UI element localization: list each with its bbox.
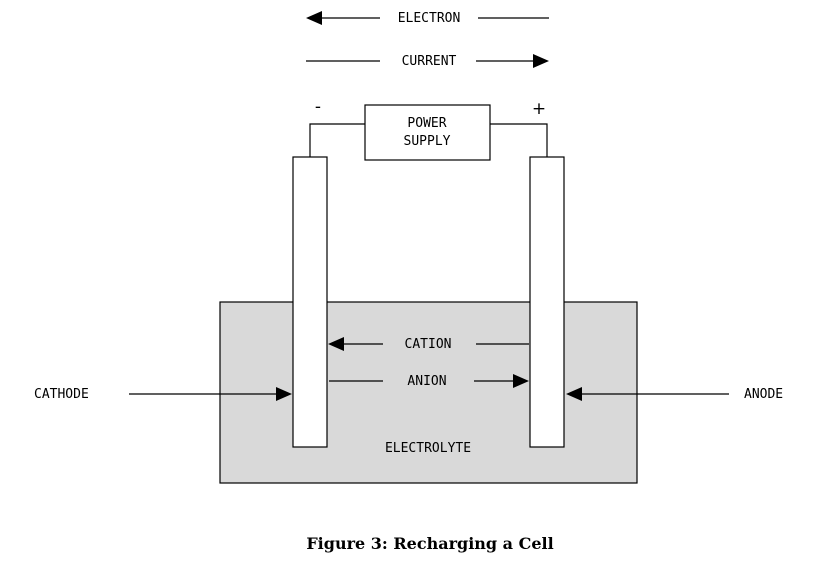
anion-label: ANION — [407, 374, 446, 389]
electrolyte-bath — [219, 301, 638, 484]
anode-label: ANODE — [744, 387, 783, 402]
figure-caption: Figure 3: Recharging a Cell — [306, 534, 553, 553]
cathode-electrode — [292, 156, 328, 448]
current-arrowhead — [533, 54, 549, 68]
power-supply-label-line1: POWER — [407, 116, 446, 131]
electron-label: ELECTRON — [398, 11, 461, 26]
electrolyte-label: ELECTROLYTE — [385, 441, 471, 456]
negative-terminal-sign: - — [315, 97, 321, 117]
anion-arrowhead — [513, 374, 529, 388]
anode-pointer-arrowhead — [566, 387, 582, 401]
power-supply-label-line2: SUPPLY — [404, 134, 451, 149]
positive-wire — [490, 123, 548, 157]
cation-label: CATION — [405, 337, 452, 352]
cathode-pointer-arrowhead — [276, 387, 292, 401]
positive-terminal-sign: + — [532, 99, 546, 119]
anode-electrode — [529, 156, 565, 448]
electron-arrowhead — [306, 11, 322, 25]
cathode-label: CATHODE — [34, 387, 89, 402]
cation-arrowhead — [328, 337, 344, 351]
current-label: CURRENT — [402, 54, 457, 69]
negative-wire — [309, 123, 365, 157]
power-supply-box — [364, 104, 491, 161]
